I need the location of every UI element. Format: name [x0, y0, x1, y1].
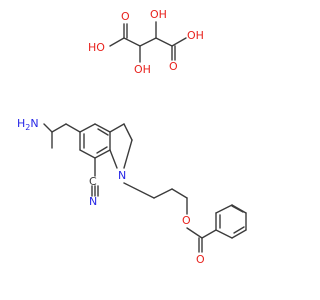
bond	[65, 123, 81, 133]
bond	[215, 204, 233, 214]
nitrile-c-label: C	[89, 175, 97, 188]
h2n-label: H2N	[17, 117, 39, 132]
bond	[231, 204, 247, 214]
bond	[43, 123, 53, 133]
carbonyl-o-label-left: O	[121, 10, 130, 23]
oh-label-top: OH	[150, 8, 167, 21]
bond	[79, 149, 96, 159]
structure-svg: HO O OH OH O OH	[17, 8, 247, 266]
ester-o-label: O	[182, 214, 191, 227]
oh-label-bottom: OH	[134, 63, 151, 76]
indoline-n-label: N	[118, 169, 126, 182]
bond	[231, 229, 247, 239]
molecule-diagram: HO O OH OH O OH	[17, 8, 247, 266]
ester-carbonyl-o-label: O	[196, 253, 205, 266]
bond	[233, 226, 245, 234]
main-molecule: H2N C N N O O	[17, 117, 247, 266]
carbonyl-o-label-right: O	[169, 60, 178, 73]
tartaric-acid: HO O OH OH O OH	[88, 8, 204, 76]
nitrile-n-label: N	[89, 195, 97, 208]
bond	[97, 128, 109, 136]
bond	[109, 149, 118, 169]
bond	[94, 123, 111, 133]
bond	[139, 37, 157, 47]
bond	[51, 123, 67, 133]
bond	[155, 37, 173, 47]
bond	[96, 146, 108, 154]
bond	[109, 123, 125, 133]
bond	[186, 227, 203, 239]
bond	[123, 139, 133, 169]
bond	[94, 149, 111, 159]
bond	[123, 37, 141, 47]
bond	[171, 188, 188, 199]
oh-label-right: OH	[187, 29, 204, 42]
bond	[79, 123, 96, 133]
bond	[171, 37, 187, 47]
bond	[215, 229, 233, 239]
ho-label-left: HO	[88, 41, 105, 54]
bond	[231, 205, 244, 213]
bond	[123, 123, 133, 141]
bond	[201, 229, 217, 239]
bond	[123, 182, 155, 199]
bond	[109, 37, 125, 47]
bond	[153, 188, 173, 199]
